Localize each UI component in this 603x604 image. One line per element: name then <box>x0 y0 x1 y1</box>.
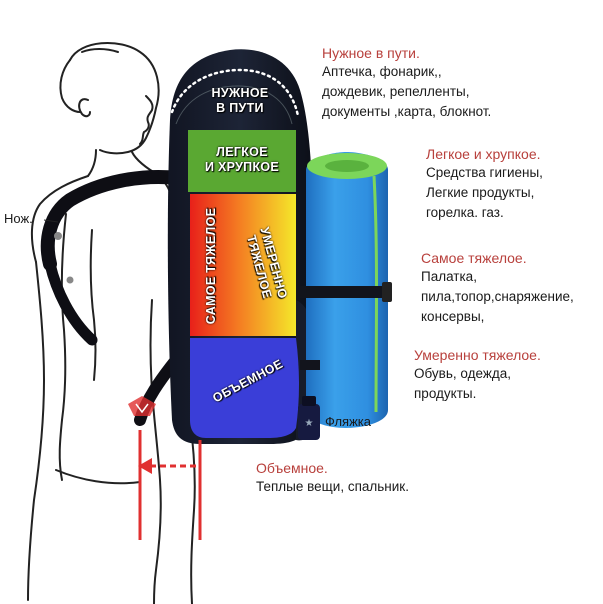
zone-label-light: ЛЕГКОЕ И ХРУПКОЕ <box>188 145 296 175</box>
flask-label: Фляжка <box>325 414 371 429</box>
note-bulky: Объемное. Теплые вещи, спальник. <box>256 460 409 497</box>
note-title: Самое тяжелое. <box>421 250 527 266</box>
note-line: Средства гигиены, <box>426 165 543 180</box>
light-zone-area <box>188 130 296 192</box>
note-line: продукты. <box>414 386 477 401</box>
bulky-zone-area <box>190 338 299 438</box>
hip-arrows-icon <box>128 396 202 540</box>
zone-top-line1: НУЖНОЕ <box>211 86 269 100</box>
note-line: Теплые вещи, спальник. <box>256 479 409 494</box>
note-line: пила,топор,снаряжение, <box>421 289 574 304</box>
note-line: горелка. газ. <box>426 205 504 220</box>
zone-label-top: НУЖНОЕ В ПУТИ <box>190 86 290 116</box>
note-title: Легкое и хрупкое. <box>426 146 541 162</box>
zone-top-line2: В ПУТИ <box>216 101 264 115</box>
foam-mat-icon <box>300 152 392 428</box>
note-line: документы ,карта, блокнот. <box>322 104 492 119</box>
zone-light-line1: ЛЕГКОЕ <box>216 145 268 159</box>
note-line: Аптечка, фонарик,, <box>322 64 442 79</box>
note-title: Объемное. <box>256 460 328 476</box>
heavy-zone-area <box>190 194 296 336</box>
person-outline-icon <box>27 42 196 604</box>
shoulder-strap-icon <box>40 169 185 426</box>
flask-icon: ★ <box>298 396 320 440</box>
knife-label: Нож. <box>4 211 33 226</box>
note-moderate: Умеренно тяжелое. Обувь, одежда, продукт… <box>414 347 541 404</box>
note-light-fragile: Легкое и хрупкое. Средства гигиены, Легк… <box>426 146 543 223</box>
zone-light-line2: И ХРУПКОЕ <box>204 160 280 174</box>
note-line: консервы, <box>421 309 485 324</box>
note-line: Обувь, одежда, <box>414 366 512 381</box>
note-on-the-way: Нужное в пути. Аптечка, фонарик,, дождев… <box>322 45 491 122</box>
note-title: Умеренно тяжелое. <box>414 347 541 363</box>
note-title: Нужное в пути. <box>322 45 420 61</box>
zone-label-heaviest: САМОЕ ТЯЖЕЛОЕ <box>204 207 218 325</box>
knife-pointer <box>43 219 59 223</box>
note-heaviest: Самое тяжелое. Палатка, пила,топор,снаря… <box>421 250 574 327</box>
svg-text:★: ★ <box>305 418 314 429</box>
note-line: Палатка, <box>421 269 477 284</box>
note-line: дождевик, репелленты, <box>322 84 470 99</box>
note-line: Легкие продукты, <box>426 185 535 200</box>
